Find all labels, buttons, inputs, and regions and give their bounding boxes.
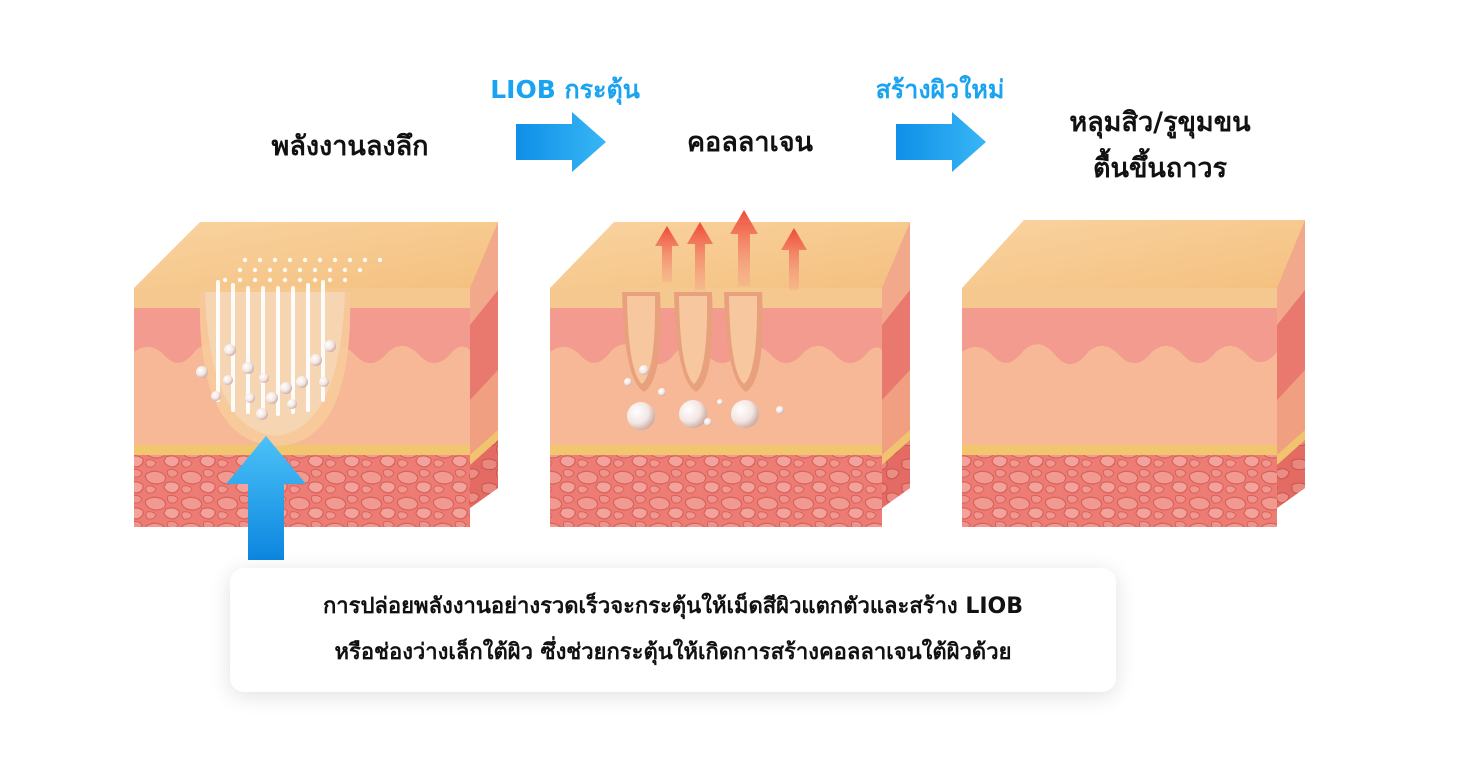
- transition1-label: LIOB กระตุ้น: [490, 75, 640, 104]
- collagen-arrows: [655, 210, 807, 290]
- transition2-label: สร้างผิวใหม่: [875, 75, 1005, 104]
- step-arrow-2: [896, 112, 986, 172]
- skin-block-3: [962, 220, 1305, 527]
- caption-box: การปล่อยพลังงานอย่างรวดเร็วจะกระตุ้นให้เ…: [230, 568, 1116, 692]
- step1-label: พลังงานลงลึก: [271, 131, 429, 162]
- skin-block-1: [134, 222, 498, 527]
- step-arrow-1: [516, 112, 606, 172]
- skin-block-2: [550, 210, 910, 527]
- caption-line-1: การปล่อยพลังงานอย่างรวดเร็วจะกระตุ้นให้เ…: [322, 594, 1024, 619]
- energy-up-arrow: [226, 436, 306, 560]
- step2-label: คอลลาเจน: [686, 127, 814, 158]
- caption-line-2: หรือช่องว่างเล็กใต้ผิว ซึ่งช่วยกระตุ้นให…: [334, 640, 1012, 665]
- step3-label-line1: หลุมสิว/รูขุมขน: [1069, 107, 1251, 138]
- step3-label-line2: ตื้นขึ้นถาวร: [1092, 153, 1228, 184]
